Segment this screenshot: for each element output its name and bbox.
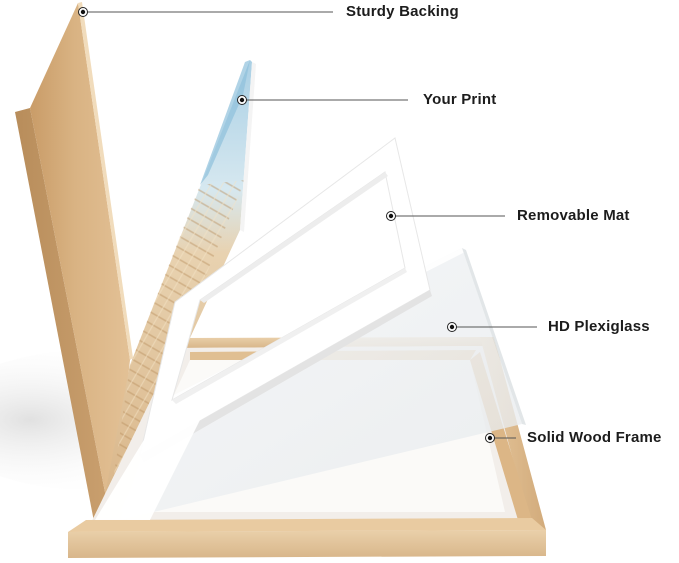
leader-hd-plexiglass	[447, 322, 537, 332]
label-removable-mat: Removable Mat	[517, 207, 630, 224]
leader-sturdy-backing	[78, 7, 333, 17]
leader-removable-mat	[386, 211, 505, 221]
leader-your-print	[237, 95, 408, 105]
sturdy-backing-board	[15, 2, 133, 532]
label-your-print: Your Print	[423, 91, 497, 108]
removable-mat	[95, 137, 432, 520]
label-hd-plexiglass: HD Plexiglass	[548, 318, 650, 335]
label-solid-wood-frame: Solid Wood Frame	[527, 429, 662, 446]
leader-solid-wood-frame	[485, 433, 516, 443]
label-sturdy-backing: Sturdy Backing	[346, 3, 459, 20]
